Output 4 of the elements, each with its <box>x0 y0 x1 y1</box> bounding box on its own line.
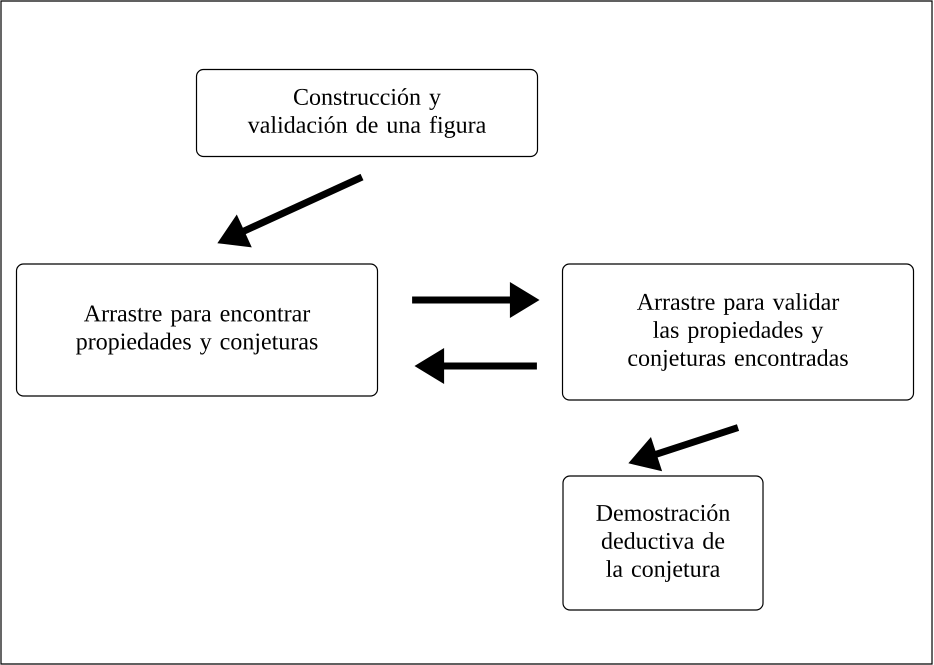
process-box: Arrastre para encontrar propiedades y conjeturas <box>16 263 378 397</box>
process-box: Demostración deductiva de la conjetura <box>562 475 764 611</box>
process-box: Construcción y validación de una figura <box>196 68 538 158</box>
process-box: Arrastre para validar las propiedades y conjeturas encontradas <box>562 263 914 401</box>
